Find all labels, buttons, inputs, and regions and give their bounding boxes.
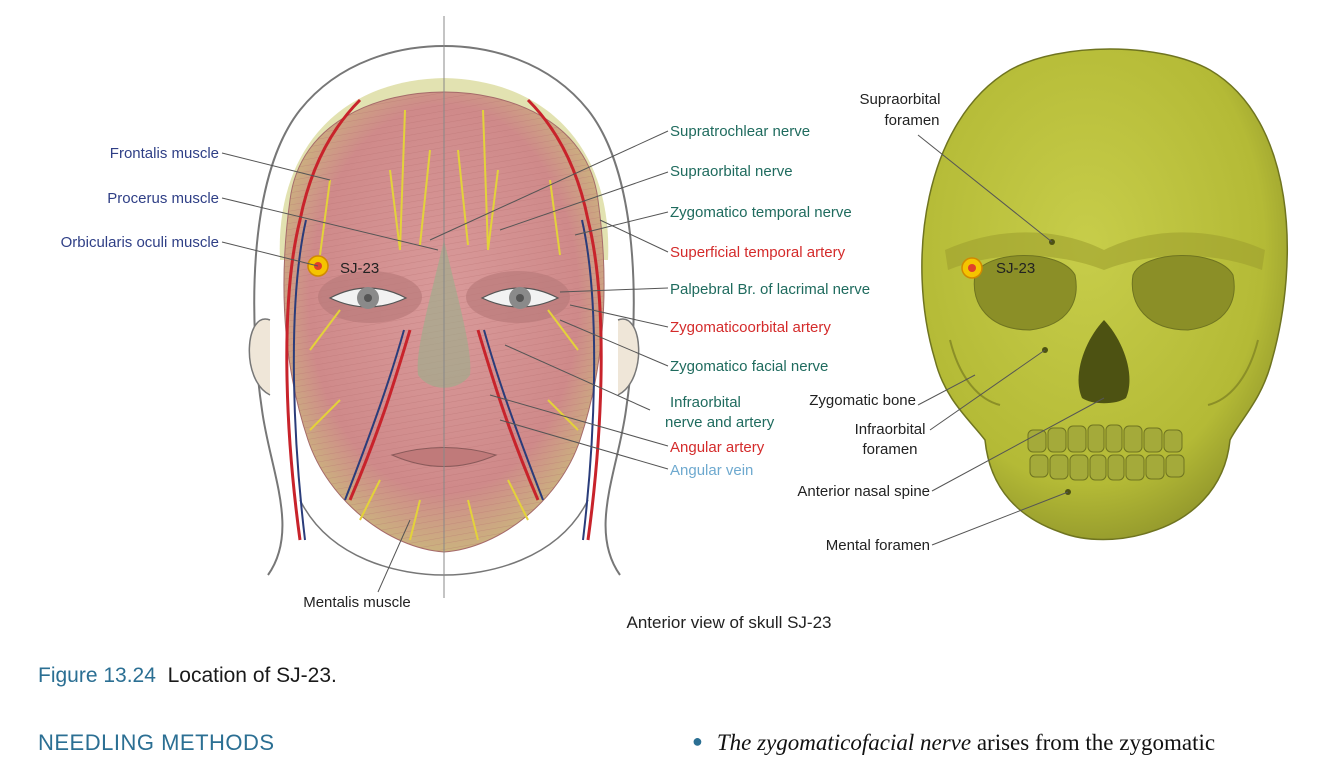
label-frontalis-muscle: Frontalis muscle xyxy=(110,145,219,162)
figure-caption-text: Location of SJ-23. xyxy=(168,664,337,687)
label-supratrochlear-nerve: Supratrochlear nerve xyxy=(670,123,810,140)
label-mentalis-muscle: Mentalis muscle xyxy=(303,594,411,611)
bullet-italic-term: The zygomaticofacial nerve xyxy=(717,730,971,755)
label-anterior-nasal-spine: Anterior nasal spine xyxy=(797,483,930,500)
label-mental-foramen: Mental foramen xyxy=(826,537,930,554)
label-supraorbital-nerve: Supraorbital nerve xyxy=(670,163,793,180)
label-superficial-temporal-artery: Superficial temporal artery xyxy=(670,244,846,261)
bullet-text: arises from the zygomatic xyxy=(971,730,1215,755)
label-infraorbital-line2: nerve and artery xyxy=(665,414,775,431)
label-zygomatic-bone: Zygomatic bone xyxy=(809,392,916,409)
label-procerus-muscle: Procerus muscle xyxy=(107,190,219,207)
bullet-icon: ● xyxy=(692,731,703,751)
label-infraorbital-foramen-line2: foramen xyxy=(862,441,917,458)
label-angular-vein: Angular vein xyxy=(670,462,753,479)
figure-caption: Figure 13.24 Location of SJ-23. xyxy=(38,664,337,688)
skull-point-label: SJ-23 xyxy=(996,260,1035,277)
label-palpebral-branch: Palpebral Br. of lacrimal nerve xyxy=(670,281,870,298)
figure-number: Figure 13.24 xyxy=(38,664,156,687)
label-supraorbital-foramen-line1: Supraorbital xyxy=(860,91,941,108)
bullet-item: ● The zygomaticofacial nerve arises from … xyxy=(692,730,1215,756)
label-infraorbital-line1: Infraorbital xyxy=(670,394,741,411)
label-angular-artery: Angular artery xyxy=(670,439,765,456)
skull-view-title: Anterior view of skull SJ-23 xyxy=(626,613,831,632)
sj23-point-skull xyxy=(962,258,982,278)
label-orbicularis-oculi-muscle: Orbicularis oculi muscle xyxy=(61,234,219,251)
label-supraorbital-foramen-line2: foramen xyxy=(884,112,939,129)
label-zygomaticoorbital-artery: Zygomaticoorbital artery xyxy=(670,319,831,336)
label-zygomatico-temporal-nerve: Zygomatico temporal nerve xyxy=(670,204,852,221)
section-heading: NEEDLING METHODS xyxy=(38,730,275,756)
label-zygomatico-facial-nerve: Zygomatico facial nerve xyxy=(670,358,828,375)
skull-illustration: SJ-23 xyxy=(922,49,1287,540)
label-infraorbital-foramen-line1: Infraorbital xyxy=(855,421,926,438)
face-point-label: SJ-23 xyxy=(340,260,379,277)
